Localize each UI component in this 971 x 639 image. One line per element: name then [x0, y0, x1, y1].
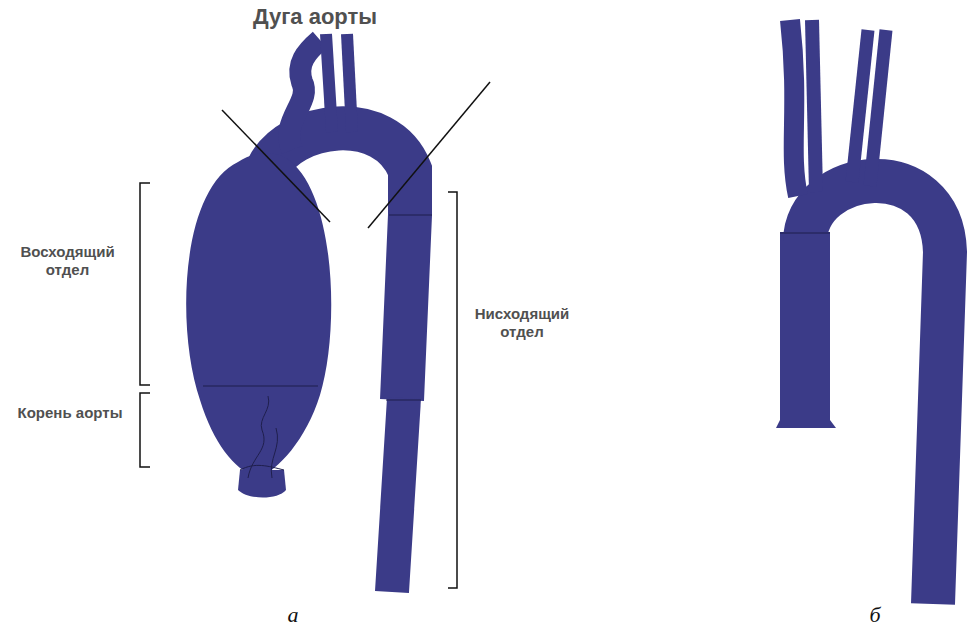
ascending-aorta: [780, 232, 830, 428]
segment-seam: [389, 215, 432, 216]
bracket: [140, 183, 150, 385]
valve-contour: [240, 396, 284, 478]
segment-seam: [386, 400, 421, 401]
pointer-line: [222, 110, 330, 222]
figure-letter: а: [278, 602, 308, 628]
part-label: Нисходящий отдел: [462, 305, 582, 341]
bracket: [140, 393, 150, 467]
segment-seam: [203, 386, 318, 387]
segment-seam: [780, 233, 830, 234]
part-title: Дуга аорты: [225, 4, 405, 30]
carotid-artery: [812, 20, 816, 192]
brachiocephalic-trunk: [790, 20, 798, 196]
aneurysm-bulge: [186, 153, 331, 478]
part-label: Восходящий отдел: [5, 243, 130, 279]
brachiocephalic-trunk: [289, 40, 320, 150]
part-label: Корень аорты: [10, 404, 130, 422]
subclavian-artery: [347, 34, 352, 132]
subclavian-artery: [870, 30, 886, 186]
figure-letter: б: [860, 602, 890, 628]
ascending-end: [776, 420, 836, 428]
aortic-root: [238, 470, 286, 498]
bracket: [448, 192, 457, 588]
aortic-arch: [805, 181, 945, 604]
pointer-line: [368, 82, 490, 228]
descending-aorta: [392, 398, 404, 592]
carotid-artery: [852, 30, 868, 182]
carotid-artery: [326, 34, 332, 132]
